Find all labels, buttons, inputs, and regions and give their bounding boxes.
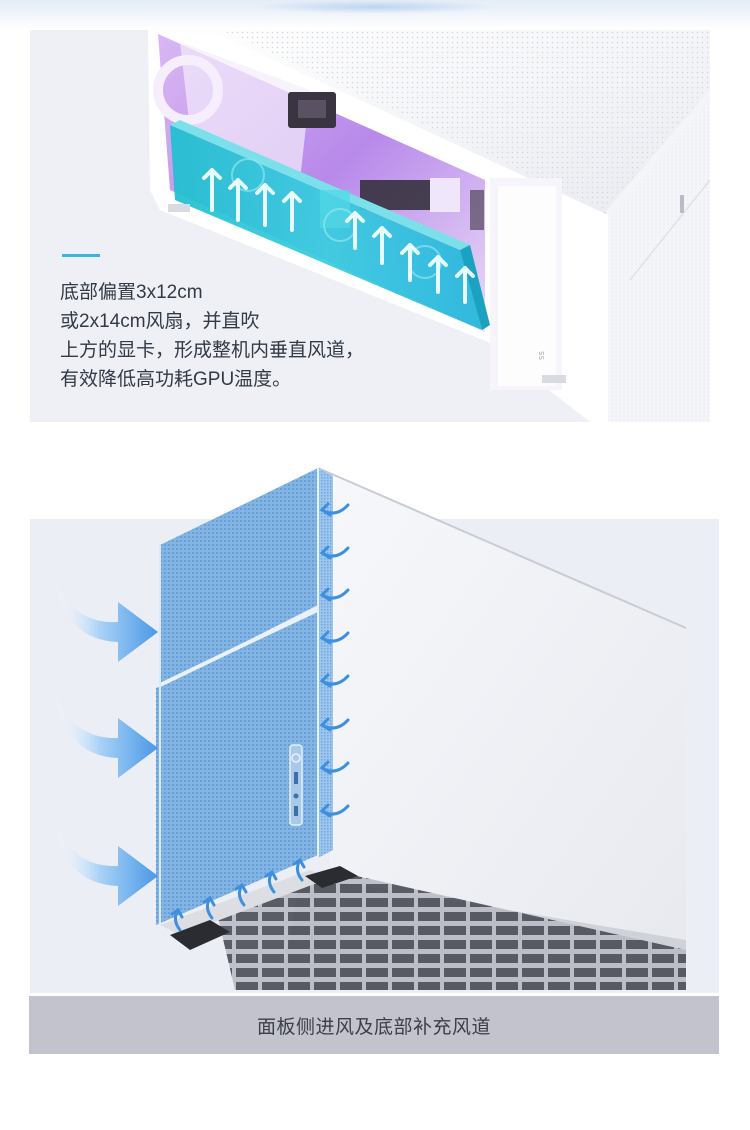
bottom-vent-grid [215, 870, 686, 990]
accent-bar [62, 254, 100, 257]
front-mesh-upper [160, 468, 318, 685]
airflow-arrow-icon [170, 857, 306, 932]
case-side-panel [318, 468, 686, 990]
side-intake-caption: 面板侧进风及底部补充风道 [256, 1016, 491, 1038]
case-foot [542, 375, 566, 383]
case-foot [305, 866, 358, 888]
psu-side-mark: SS [538, 351, 546, 360]
front-io-panel [289, 744, 303, 826]
case-foot [170, 920, 230, 950]
description-line: 有效降低高功耗GPU温度。 [60, 369, 292, 390]
front-edge-mesh [318, 468, 333, 858]
front-mesh-lower [156, 612, 318, 925]
airflow-arrow-icon [319, 502, 350, 818]
case-top-mesh [220, 30, 710, 210]
usb-port-icon [294, 772, 298, 784]
power-button-icon [291, 753, 301, 763]
case-side-mesh [610, 100, 710, 422]
gpu-airflow-illustration: SS [148, 30, 710, 422]
gpu-card-top-edge [170, 120, 470, 250]
description-line: 上方的显卡，形成整机内垂直风道， [60, 340, 365, 361]
case-foot [168, 204, 190, 212]
side-port [680, 195, 684, 213]
airflow-arrow-icon [202, 168, 475, 304]
side-intake-caption-bar: 面板侧进风及底部补充风道 [29, 996, 719, 1054]
audio-jack-icon [293, 793, 299, 799]
description-line: 或2x14cm风扇，并直吹 [60, 311, 260, 332]
bottom-fan-airflow-panel: SS 底部偏置3x12cm 或2x14cm风扇，并直吹 上方的显卡，形成整 [30, 30, 710, 422]
usb-c-port-icon [294, 806, 298, 816]
side-intake-illustration [52, 467, 687, 990]
description-line: 底部偏置3x12cm [60, 282, 203, 303]
rgb-fan-ring [153, 55, 223, 125]
bottom-fan-description: 底部偏置3x12cm 或2x14cm风扇，并直吹 上方的显卡，形成整机内垂直风道… [60, 278, 400, 394]
top-glow-decoration [0, 0, 750, 30]
airflow-arrow-icon [52, 570, 158, 906]
